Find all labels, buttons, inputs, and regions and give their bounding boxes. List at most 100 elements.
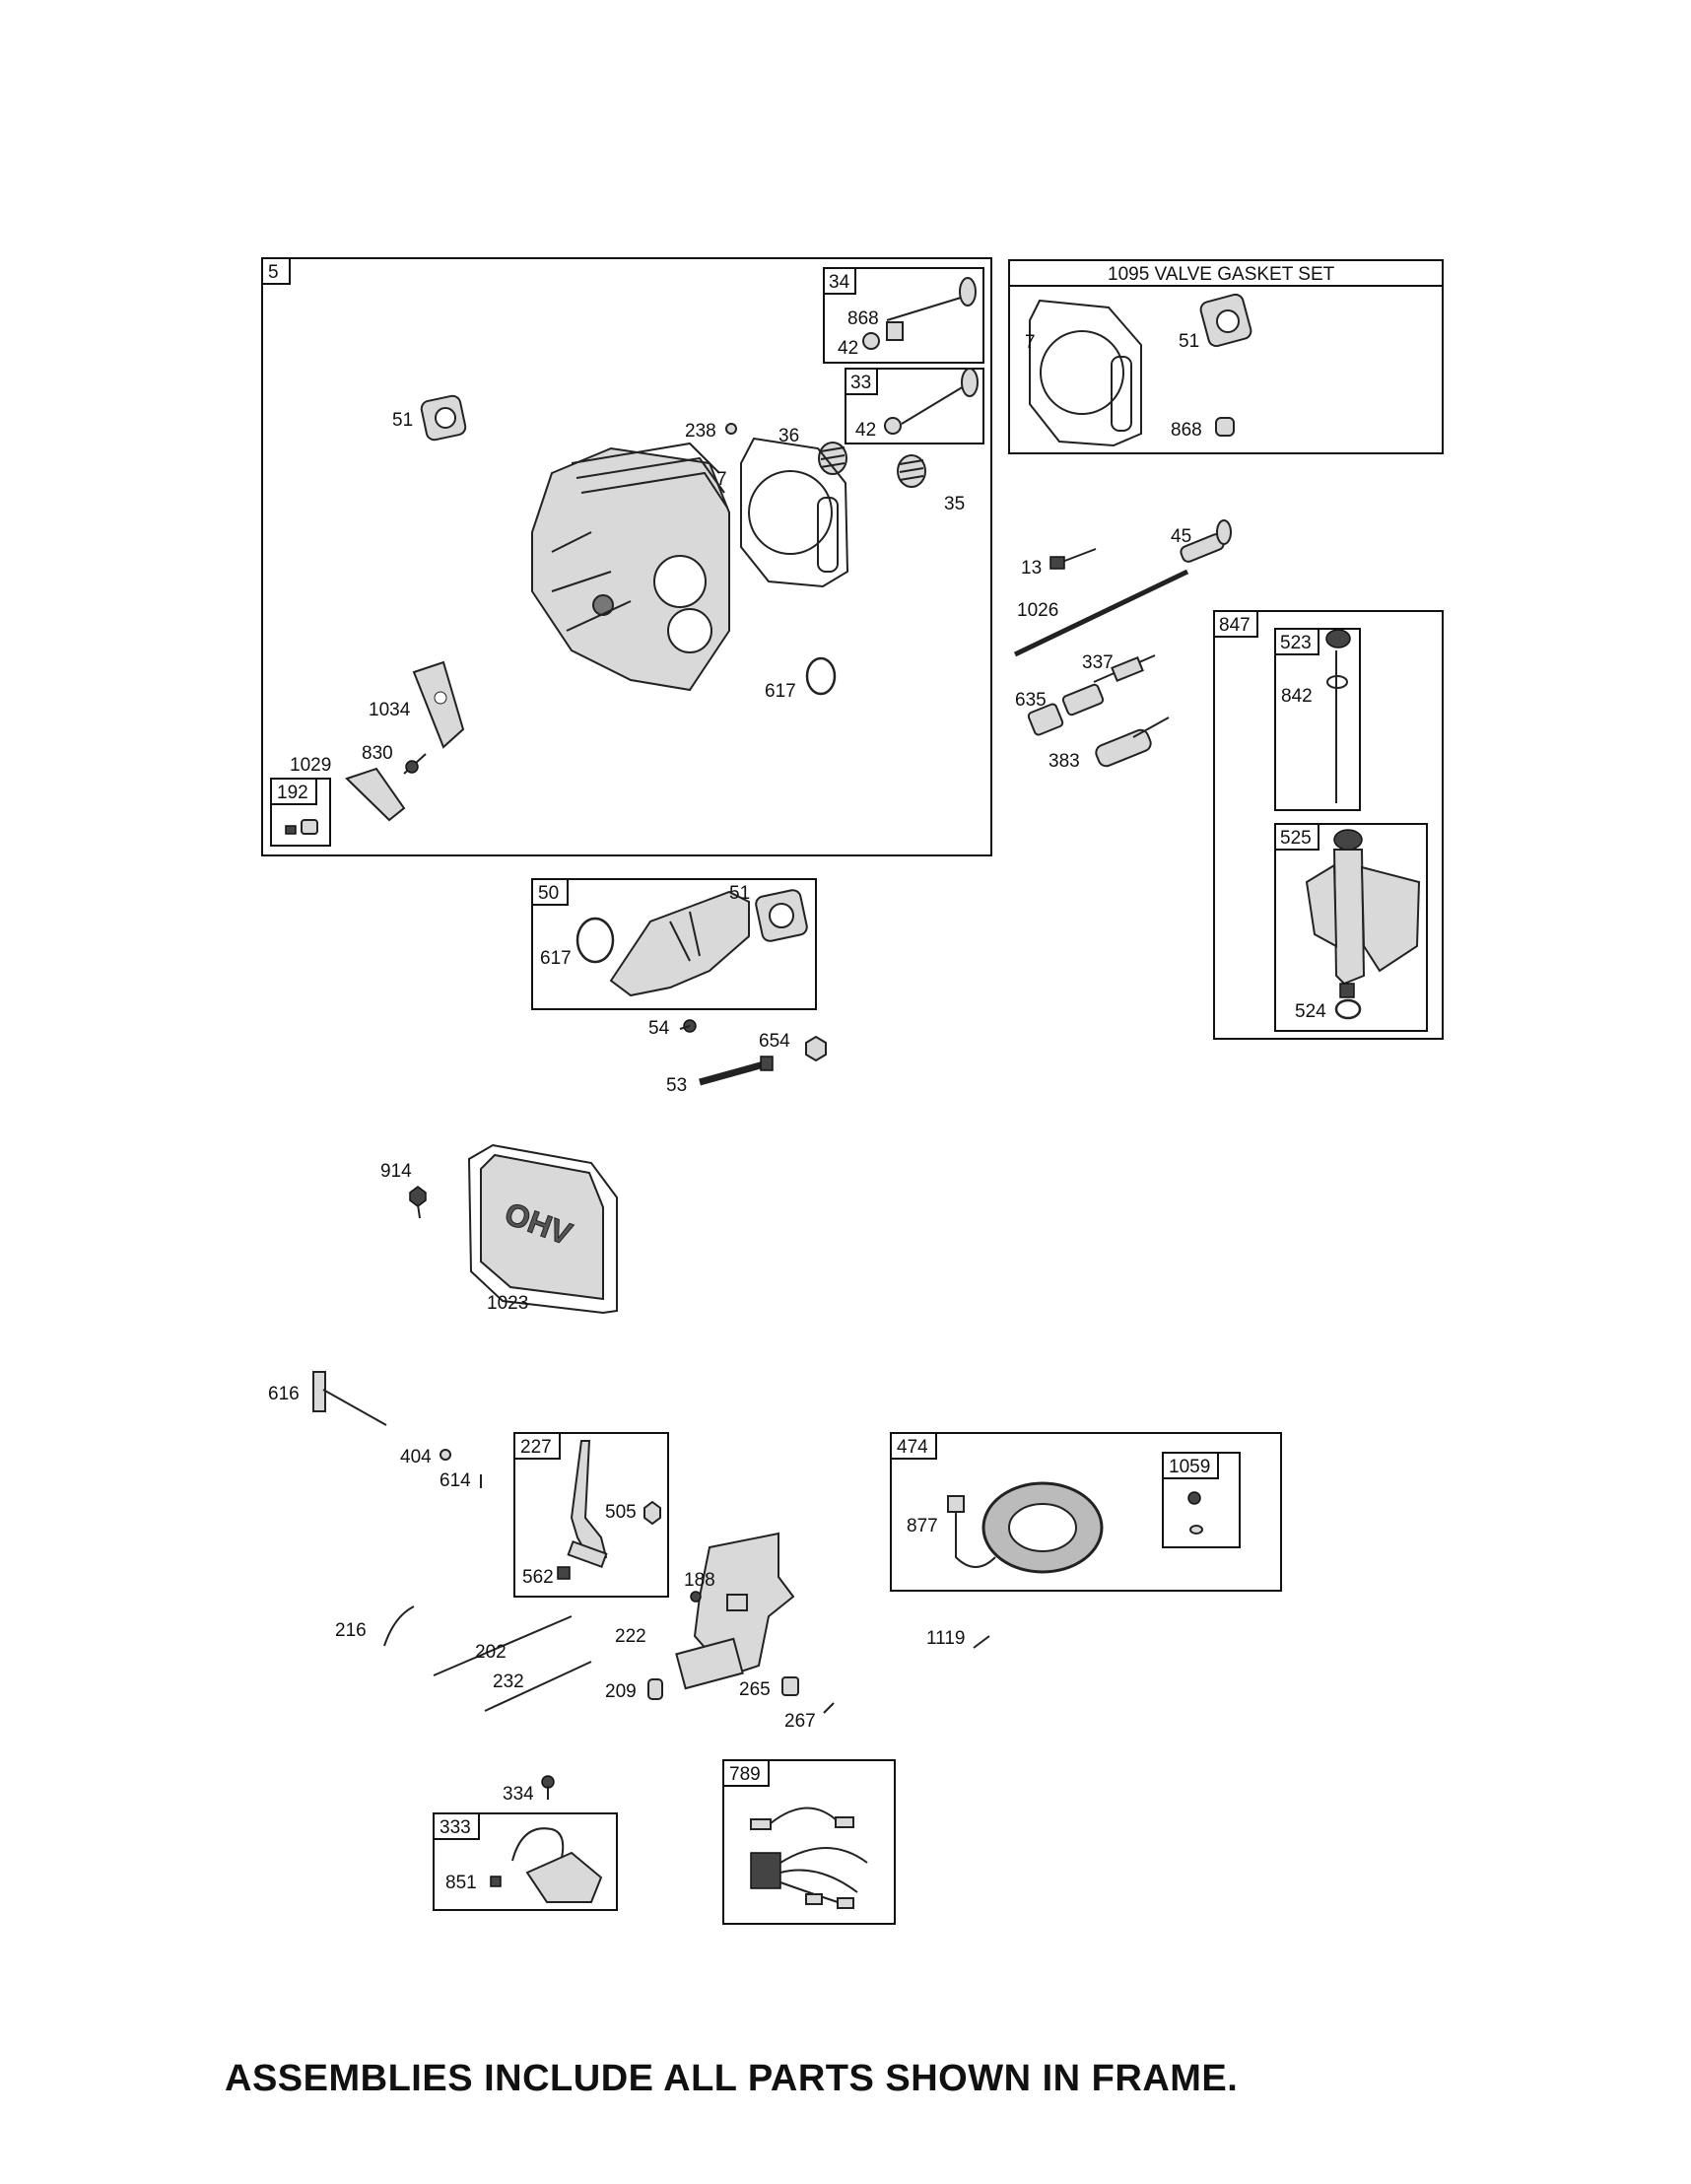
- control-bracket: [675, 1532, 795, 1690]
- governor-lever: [567, 1440, 608, 1569]
- part-callout: 868: [1171, 420, 1202, 441]
- frame-intake-manifold: 50 617 51: [531, 878, 817, 1010]
- frame-tag: 474: [897, 1437, 928, 1458]
- part-callout: 404: [400, 1447, 432, 1467]
- frame-tag: 33: [850, 373, 871, 393]
- part-callout: 1023: [487, 1293, 528, 1314]
- bolt-562: [557, 1566, 571, 1580]
- retainer: [862, 332, 880, 350]
- frame-tag: 789: [729, 1764, 761, 1785]
- callout-202: 202: [475, 1642, 507, 1663]
- frame-harness: 789: [722, 1759, 896, 1925]
- bolt-54: [679, 1019, 697, 1033]
- bolt-914: [409, 1186, 427, 1219]
- gasket-51: [1199, 293, 1252, 348]
- part-callout: 1026: [1017, 600, 1058, 621]
- frame-tag: 192: [277, 783, 308, 803]
- screw-188: [690, 1591, 702, 1603]
- screw-washer-1059: [1187, 1491, 1203, 1535]
- part-callout: 188: [684, 1570, 715, 1591]
- spring-209: [647, 1678, 663, 1700]
- screw-267: [823, 1702, 835, 1714]
- part-callout: 524: [1295, 1001, 1326, 1022]
- push-rod-1026: [1013, 569, 1189, 657]
- valve-cover: OHV: [467, 1143, 618, 1315]
- frame-tag: 1059: [1169, 1457, 1210, 1477]
- part-callout: 42: [855, 420, 876, 441]
- o-ring-617: [805, 656, 837, 696]
- frame-alternator: 474 877 1059: [890, 1432, 1282, 1592]
- part-callout: 1119: [926, 1628, 965, 1649]
- link-202: [433, 1615, 573, 1676]
- frame-tag-box: [261, 257, 291, 285]
- bracket-1029: [345, 767, 406, 822]
- valve-spring-36: [818, 442, 847, 475]
- valve-spring-35: [897, 454, 926, 488]
- seal-868: [1215, 417, 1235, 437]
- part-callout: 209: [605, 1681, 637, 1702]
- exhaust-valve: [862, 277, 977, 350]
- valve-seal: [886, 321, 904, 341]
- ignition-armature: [511, 1827, 603, 1903]
- frame-border: [1213, 610, 1444, 1040]
- gasket-51: [420, 394, 467, 442]
- part-callout: 238: [685, 421, 716, 442]
- part-callout: 1034: [369, 700, 411, 720]
- part-callout: 868: [847, 308, 879, 329]
- frame-tag: 333: [440, 1817, 471, 1838]
- washer-404: [440, 1449, 451, 1461]
- frame-border: [513, 1432, 669, 1598]
- cylinder-head: [531, 442, 730, 692]
- nut-505: [643, 1500, 661, 1526]
- link-232: [484, 1661, 592, 1712]
- part-callout: 45: [1171, 526, 1191, 547]
- part-callout: 654: [759, 1031, 790, 1052]
- frame-dipstick-assembly: 847 523 842 525 524: [1213, 610, 1444, 1040]
- frame-border: [261, 257, 992, 856]
- bolt-13: [1049, 548, 1097, 570]
- frame-tag: 34: [829, 272, 850, 293]
- screw-1119: [973, 1635, 990, 1649]
- part-callout: 334: [503, 1784, 534, 1805]
- screw-334: [541, 1775, 555, 1800]
- part-callout: 216: [335, 1620, 367, 1641]
- frame-tag: 50: [538, 883, 559, 904]
- frame-dipstick: [1274, 628, 1361, 811]
- tube-635: [1027, 683, 1105, 736]
- frame-governor-lever: 227 505 562: [513, 1432, 669, 1598]
- frame-border: [433, 1812, 618, 1911]
- head-gasket-7: [1029, 299, 1142, 447]
- frame-exhaust-valve: [823, 267, 984, 364]
- part-callout: 51: [1179, 331, 1199, 352]
- o-ring-524: [1334, 998, 1362, 1020]
- part-callout: 222: [615, 1626, 646, 1647]
- part-callout: 562: [522, 1567, 554, 1588]
- push-rod-guide-45: [1180, 519, 1232, 563]
- part-callout: 1029: [290, 755, 331, 776]
- part-callout: 851: [445, 1873, 477, 1893]
- part-callout: 265: [739, 1679, 771, 1700]
- plate-1034: [412, 660, 465, 749]
- intake-valve: [884, 368, 979, 435]
- part-callout: 13: [1021, 558, 1042, 579]
- part-callout: 42: [838, 338, 858, 359]
- frame-border: [722, 1759, 896, 1925]
- part-callout: 51: [729, 883, 750, 904]
- fitting-192: [285, 819, 318, 835]
- governor-shaft-616: [312, 1371, 387, 1426]
- frame-border: [890, 1432, 1282, 1592]
- part-callout: 842: [1281, 686, 1313, 707]
- wire-harness: [750, 1807, 868, 1909]
- frame-ignition-armature: 333 851: [433, 1812, 618, 1911]
- footer-note: ASSEMBLIES INCLUDE ALL PARTS SHOWN IN FR…: [225, 2058, 1239, 2099]
- part-callout: 914: [380, 1161, 412, 1182]
- part-callout: 617: [540, 948, 572, 969]
- part-callout: 7: [1025, 332, 1036, 353]
- head-gasket-7: [740, 437, 849, 588]
- part-callout: 383: [1048, 751, 1080, 772]
- dipstick: [1325, 629, 1351, 803]
- clip-383: [1095, 717, 1170, 768]
- nut-654: [805, 1035, 827, 1062]
- part-callout: 635: [1015, 690, 1047, 711]
